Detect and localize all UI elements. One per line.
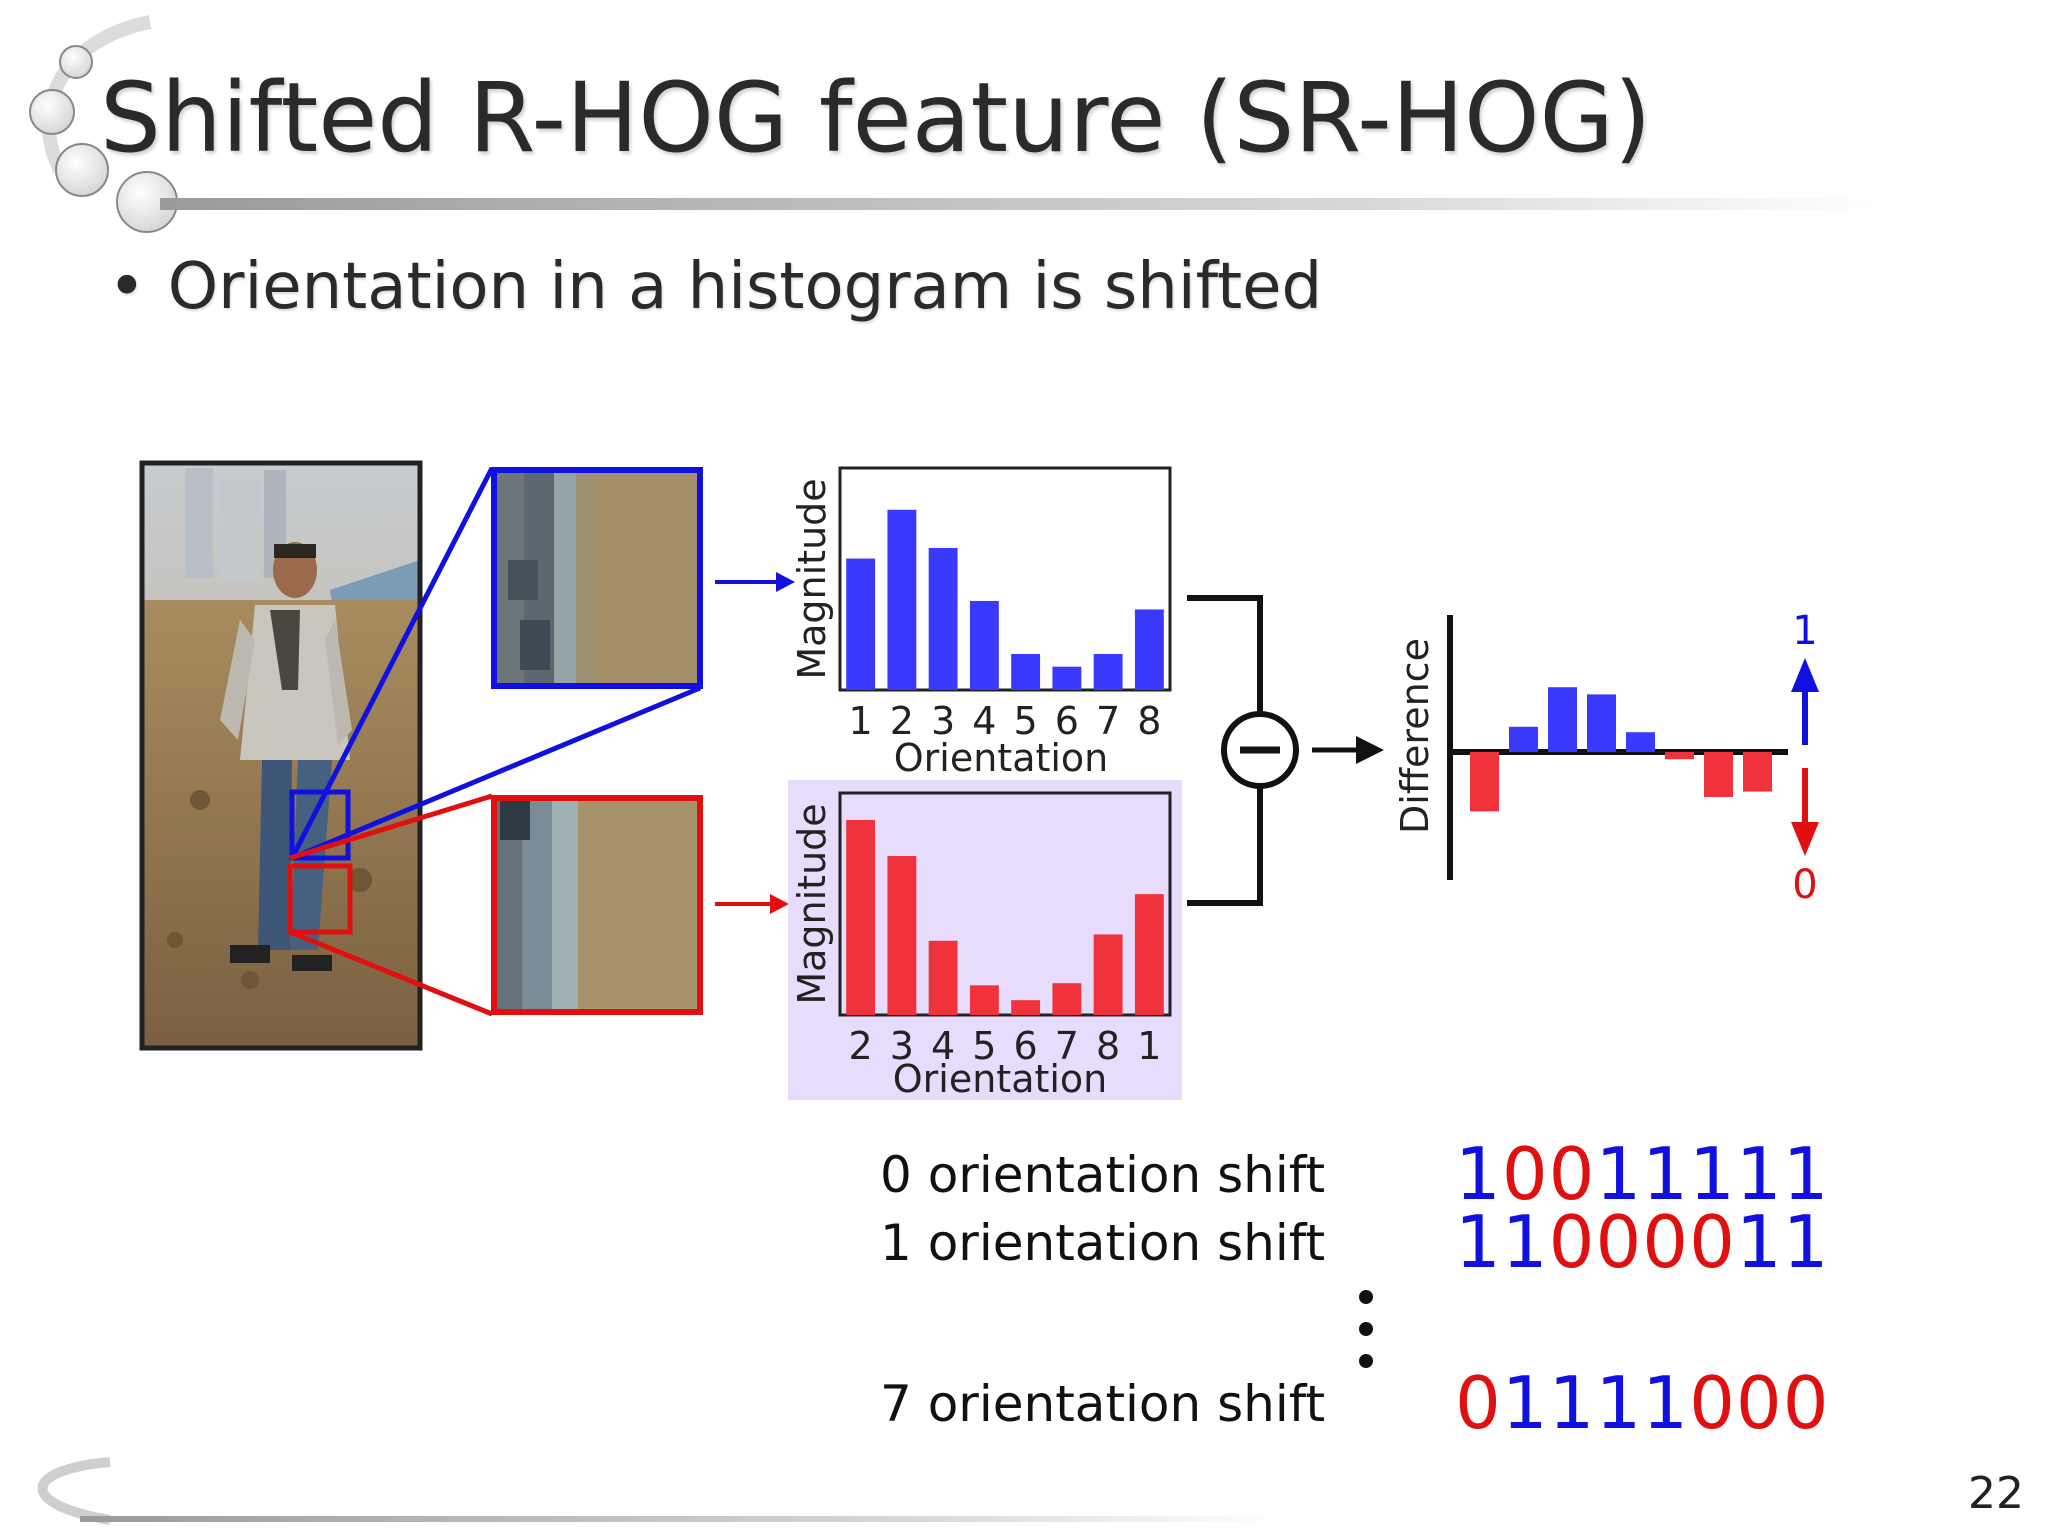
hist-top-bar (887, 509, 917, 690)
hist-bottom-ylabel: Magnitude (790, 803, 834, 1004)
hist-bottom-tick-label: 4 (931, 1024, 955, 1068)
code-digit: 1 (1782, 1200, 1830, 1284)
code-digit: 1 (1501, 1361, 1549, 1445)
code-digit: 1 (1642, 1361, 1690, 1445)
zoom-patches (289, 466, 795, 1017)
hist-top-ylabel: Magnitude (790, 478, 834, 679)
difference-ylabel: Difference (1393, 638, 1437, 834)
hist-bottom-tick-label: 2 (849, 1024, 873, 1068)
subtract-operator (1187, 595, 1384, 906)
code-digit: 0 (1595, 1200, 1643, 1284)
code-digit: 1 (1548, 1361, 1596, 1445)
code-digit: 0 (1782, 1361, 1830, 1445)
slide-title: Shifted R-HOG feature (SR-HOG) (100, 62, 1652, 174)
patch-red (491, 795, 703, 1015)
code-digit: 0 (1501, 1132, 1549, 1216)
hist-top-bar (1134, 609, 1164, 690)
ellipsis-dot-icon (1359, 1290, 1373, 1304)
hist-bottom-bar (1093, 934, 1123, 1015)
hist-bottom-bar (1134, 894, 1164, 1015)
hist-top-tick-label: 8 (1137, 699, 1161, 743)
code-digit: 1 (1455, 1200, 1502, 1284)
hist-top-tick-label: 1 (849, 699, 873, 743)
hist-bottom-bar (887, 856, 917, 1015)
hist-bottom-bar (846, 819, 876, 1015)
pedestrian-photo (139, 460, 423, 1051)
bullet-dot-icon: • (108, 250, 146, 324)
arrow-up-label: 1 (1792, 608, 1817, 654)
hist-top-tick-label: 5 (1014, 699, 1038, 743)
ellipsis-dot-icon (1359, 1354, 1373, 1368)
shift-label-1: 1 orientation shift (880, 1214, 1326, 1272)
shift-label-0: 0 orientation shift (880, 1146, 1326, 1204)
difference-bar (1704, 752, 1733, 797)
hist-top-bar (969, 600, 999, 690)
code-digit: 1 (1735, 1132, 1783, 1216)
hist-top-tick-label: 3 (931, 699, 955, 743)
hist-bottom-tick-label: 1 (1137, 1024, 1161, 1068)
code-digit: 1 (1455, 1132, 1502, 1216)
shift-code-0: 10011111 (1455, 1132, 1830, 1216)
code-digit: 1 (1595, 1361, 1643, 1445)
hist-top-xlabel: Orientation (894, 736, 1109, 780)
page-number: 22 (1968, 1468, 2024, 1519)
ellipsis-dot-icon (1359, 1322, 1373, 1336)
bullet-text: Orientation in a histogram is shifted (167, 250, 1323, 324)
hist-top-tick-label: 7 (1096, 699, 1120, 743)
hist-bottom-bar (928, 940, 958, 1015)
hist-bottom-tick-label: 8 (1096, 1024, 1120, 1068)
hist-top-bar (1052, 666, 1082, 690)
code-digit: 1 (1595, 1132, 1643, 1216)
hist-top-tick-label: 2 (890, 699, 914, 743)
hist-bottom-bar (969, 985, 999, 1015)
hist-top-bar (1011, 653, 1041, 690)
hist-top-tick-label: 6 (1055, 699, 1079, 743)
hist-bottom-tick-label: 7 (1055, 1024, 1079, 1068)
difference-bar (1587, 694, 1616, 752)
code-digit: 0 (1689, 1200, 1736, 1284)
arrow-down-label: 0 (1792, 862, 1817, 908)
hist-bottom-bar (1052, 983, 1082, 1015)
difference-bar (1743, 752, 1772, 792)
code-digit: 1 (1782, 1132, 1830, 1216)
shift-code-1: 11000011 (1455, 1200, 1830, 1284)
code-digit: 0 (1455, 1361, 1502, 1445)
difference-bar (1665, 752, 1694, 760)
hist-top-bar (846, 558, 876, 690)
code-digit: 0 (1735, 1361, 1783, 1445)
code-digit: 0 (1548, 1132, 1596, 1216)
code-digit: 0 (1689, 1361, 1736, 1445)
difference-bar (1509, 726, 1538, 752)
hist-bottom-tick-label: 6 (1014, 1024, 1038, 1068)
difference-bar (1548, 687, 1577, 752)
hist-top-bar (1093, 653, 1123, 690)
code-digit: 1 (1642, 1132, 1690, 1216)
shift-label-7: 7 orientation shift (880, 1375, 1326, 1433)
code-digit: 1 (1735, 1200, 1783, 1284)
hist-bottom-xlabel: Orientation (893, 1057, 1108, 1101)
hist-top-bar (928, 547, 958, 690)
bullet-point: • Orientation in a histogram is shifted (108, 250, 1322, 324)
hist-bottom-tick-label: 5 (972, 1024, 996, 1068)
hist-top-tick-label: 4 (972, 699, 996, 743)
code-digit: 0 (1642, 1200, 1690, 1284)
hist-bottom-bar (1011, 1000, 1041, 1015)
code-digit: 1 (1501, 1200, 1549, 1284)
patch-blue (491, 467, 703, 689)
code-digit: 0 (1548, 1200, 1596, 1284)
difference-bar (1470, 752, 1499, 812)
code-digit: 1 (1689, 1132, 1736, 1216)
hist-bottom-tick-label: 3 (890, 1024, 914, 1068)
header-decoration (29, 15, 1880, 1525)
difference-bar (1626, 732, 1655, 752)
difference-chart: Difference 1 0 (1393, 608, 1819, 908)
shift-code-7: 01111000 (1455, 1361, 1830, 1445)
